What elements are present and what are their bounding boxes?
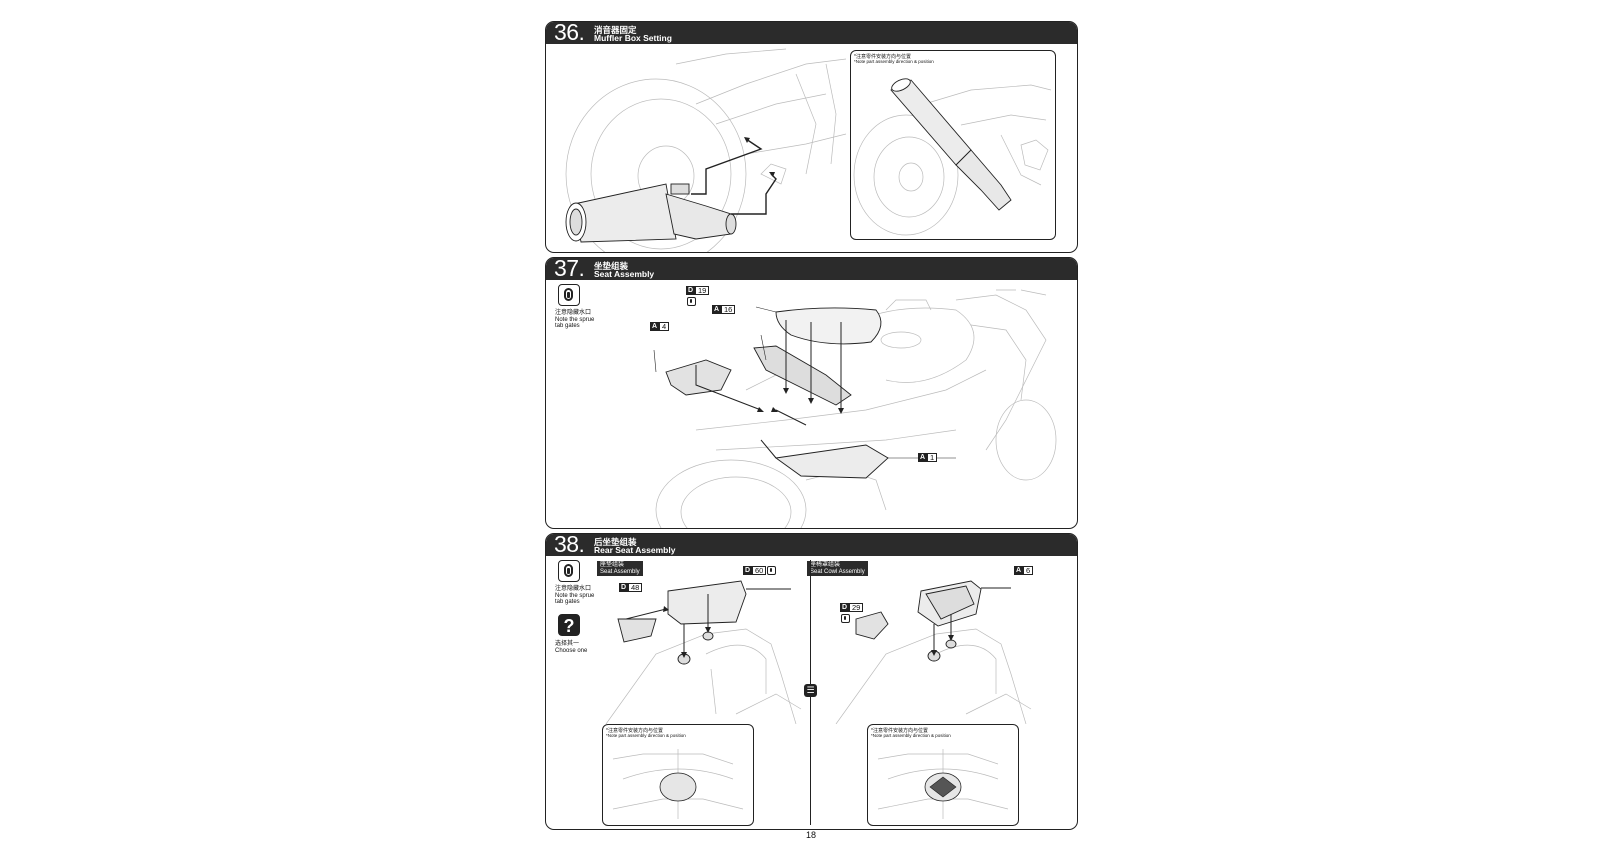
lock-icon: ☰: [804, 684, 817, 697]
muffler-main-drawing: [565, 48, 847, 252]
choose-note: 选择其一 Choose one: [555, 641, 588, 654]
step-title-en: Muffler Box Setting: [594, 33, 672, 43]
cement-icon: [686, 297, 696, 306]
sprue-gate-icon: [558, 560, 580, 582]
note-text-en: *Note part assembly direction & position: [606, 733, 686, 738]
seat-assembly-drawing: [653, 289, 1057, 528]
step-header: 37. 坐垫组装 Seat Assembly: [546, 257, 1077, 281]
seat-cowl-drawing: [835, 580, 1032, 724]
sprue-note: 注意隐藏水口 Note the sprue tab gates: [555, 586, 595, 605]
step-title-en: Seat Assembly: [594, 269, 655, 279]
seat-left-drawing: [605, 580, 802, 724]
step-title-cn: 坐垫组装: [594, 261, 629, 271]
step-title-cn: 后坐垫组装: [594, 537, 637, 547]
seat-cowl-detail-drawing: [877, 749, 1009, 819]
direction-note-box-left: *注意零件安装方向与位置 *Note part assembly directi…: [602, 724, 754, 826]
direction-note-box-right: *注意零件安装方向与位置 *Note part assembly directi…: [867, 724, 1019, 826]
sprue-gate-icon: [558, 284, 580, 306]
note-text-cn: *注意零件安装方向与位置: [854, 54, 911, 60]
step-37-panel: 37. 坐垫组装 Seat Assembly 注意隐藏水口 Note the s…: [545, 257, 1078, 529]
seat-left-detail-drawing: [612, 749, 744, 819]
direction-note-box: *注意零件安装方向与位置 *Note part assembly directi…: [850, 50, 1056, 240]
step-number: 36.: [554, 21, 585, 45]
note-text-en: *Note part assembly direction & position: [854, 59, 934, 64]
seat-cowl-assembly-label: 座椅罩组装 Seat Cowl Assembly: [807, 561, 868, 576]
sprue-note: 注意隐藏水口 Note the sprue tab gates: [555, 310, 595, 329]
note-text-cn: *注意零件安装方向与位置: [606, 728, 663, 734]
step-number: 38.: [554, 533, 585, 557]
step-title-cn: 消音器固定: [594, 25, 637, 35]
step-number: 37.: [554, 257, 585, 281]
note-text-en: *Note part assembly direction & position: [871, 733, 951, 738]
cement-icon: [767, 566, 777, 575]
page-number: 18: [805, 830, 816, 840]
seat-assembly-label: 座垫组装 Seat Assembly: [597, 561, 643, 576]
note-text-cn: *注意零件安装方向与位置: [871, 728, 928, 734]
question-icon: ?: [558, 614, 580, 636]
cement-icon: [840, 614, 850, 623]
step-36-panel: 36. 消音器固定 Muffler Box Setting: [545, 21, 1078, 253]
step-title-en: Rear Seat Assembly: [594, 545, 676, 555]
muffler-detail-drawing: [853, 78, 1052, 236]
step-header: 38. 后坐垫组装 Rear Seat Assembly: [546, 533, 1077, 557]
step-header: 36. 消音器固定 Muffler Box Setting: [546, 21, 1077, 45]
step-38-panel: 38. 后坐垫组装 Rear Seat Assembly 注意隐藏水口 Note…: [545, 533, 1078, 830]
